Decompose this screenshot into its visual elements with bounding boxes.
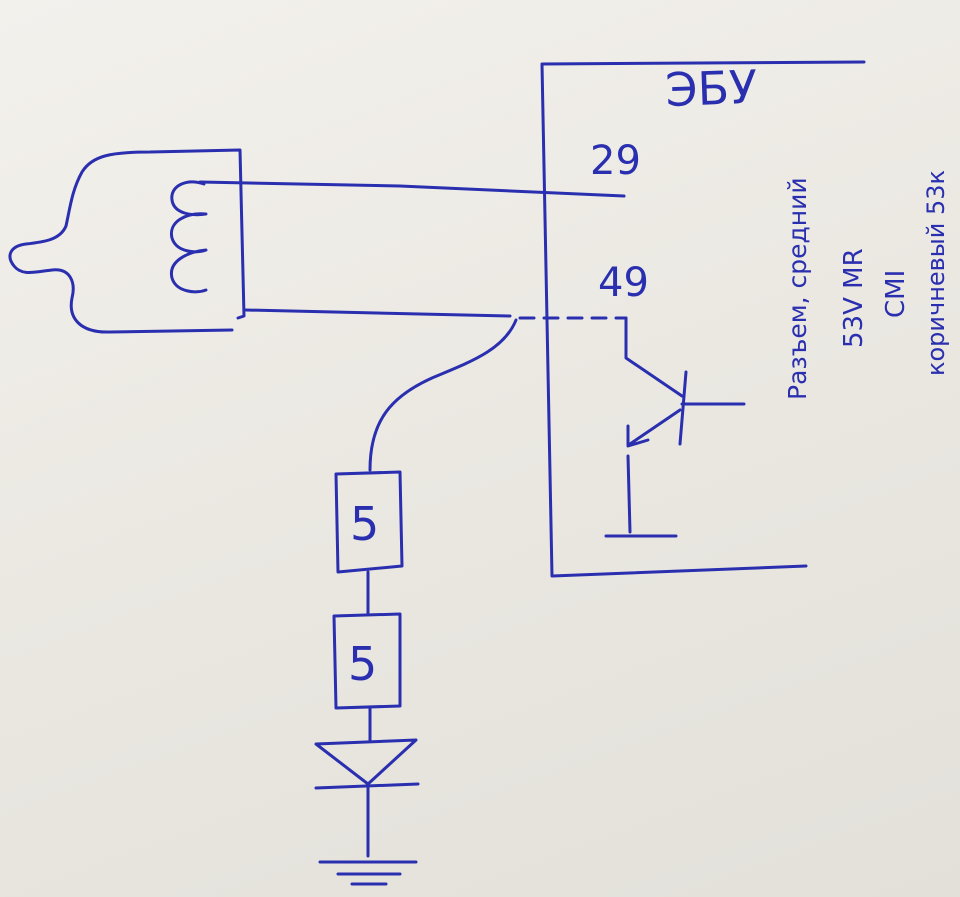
transistor-ground-lead — [626, 454, 632, 534]
ecu-title: ЭБУ — [664, 60, 758, 117]
lower-resistor-label: 5 — [348, 637, 377, 691]
lower-resistor-box — [332, 612, 402, 710]
transistor-base-bar — [678, 370, 688, 446]
pin-49-label: 49 — [598, 260, 649, 306]
diode-triangle — [314, 738, 418, 786]
ground-symbol — [318, 860, 418, 886]
wire-to-pin-29 — [198, 180, 626, 198]
transistor-collector-lead — [624, 316, 684, 398]
upper-resistor-box — [334, 470, 404, 574]
pin-29-label: 29 — [590, 138, 641, 184]
transistor-emitter-arrow — [626, 424, 650, 448]
note-cmi: CMI — [881, 270, 911, 318]
note-connector: Разъем, средний — [783, 177, 812, 400]
wire-junction-to-resistor — [368, 318, 518, 472]
transistor-emitter-lead — [628, 408, 682, 446]
note-part-number: 53V MR — [839, 248, 869, 348]
note-wire-color: коричневый 53к — [922, 170, 950, 376]
coil-housing-outline — [8, 148, 246, 334]
wire-coil-to-junction — [244, 308, 512, 318]
ecu-box-outline — [540, 60, 866, 578]
coil-winding-symbol — [169, 180, 208, 294]
upper-resistor-label: 5 — [350, 497, 379, 551]
